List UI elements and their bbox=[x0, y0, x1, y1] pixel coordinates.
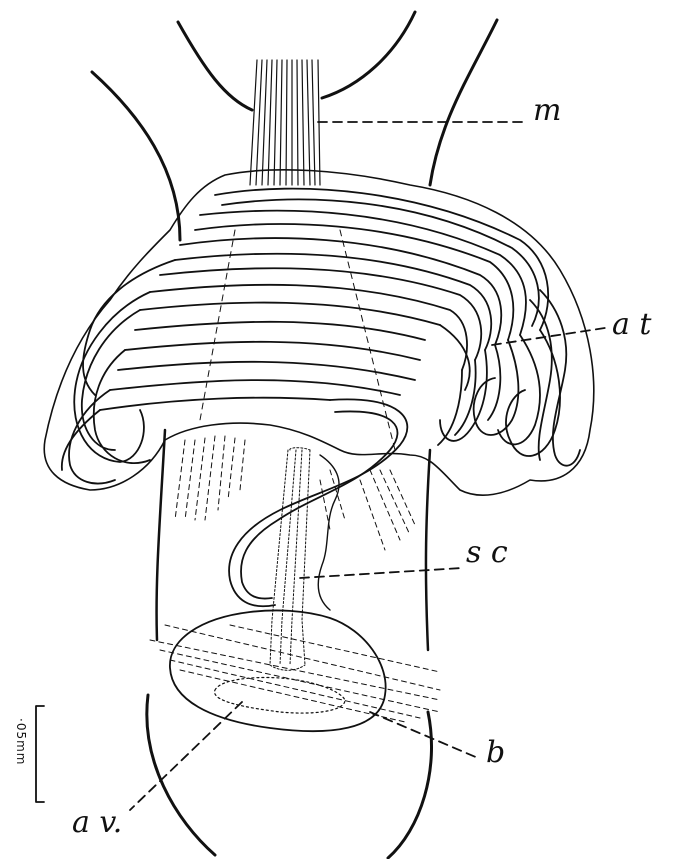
duct-side-outline bbox=[318, 455, 339, 610]
body-outline-right bbox=[430, 20, 497, 185]
body-outline-left bbox=[92, 72, 180, 240]
inner-wall-right bbox=[426, 450, 430, 650]
leader-b bbox=[370, 712, 478, 758]
scale-bar bbox=[36, 706, 44, 802]
inner-wall-left bbox=[157, 430, 165, 640]
label-av: a v. bbox=[72, 808, 122, 838]
body-outline-lower-right bbox=[388, 712, 432, 858]
muscle-bundle bbox=[250, 60, 320, 185]
body-outline-upper-left bbox=[178, 22, 252, 110]
body-outline-upper-right bbox=[322, 12, 415, 98]
body-outline-lower-left bbox=[147, 695, 215, 855]
leader-sc bbox=[300, 568, 462, 578]
hatching bbox=[150, 436, 440, 722]
label-m: m bbox=[533, 96, 561, 126]
central-duct bbox=[270, 448, 310, 671]
bulb bbox=[170, 610, 386, 731]
label-b: b bbox=[486, 738, 505, 768]
label-at: a t bbox=[612, 310, 651, 340]
inner-guide-left bbox=[200, 230, 235, 420]
label-sc: s c bbox=[466, 538, 508, 568]
gland-outline bbox=[44, 170, 594, 495]
scale-bar-label: ·05mm bbox=[14, 718, 28, 765]
